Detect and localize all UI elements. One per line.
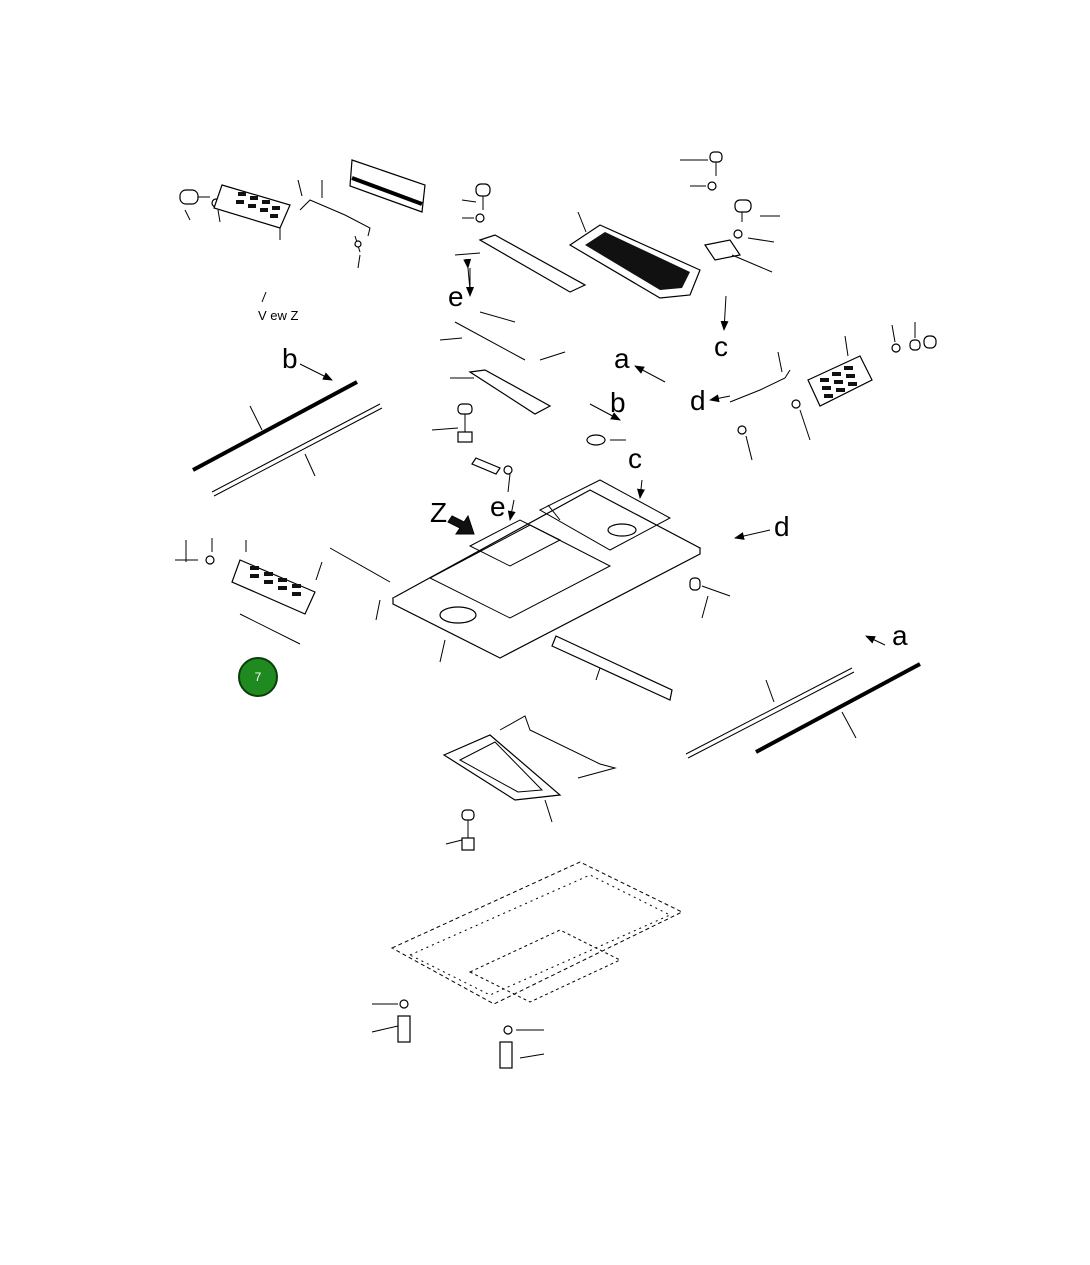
label-a-right: a <box>892 620 908 651</box>
view-z-label: V ew Z <box>258 308 299 323</box>
label-c-top: c <box>714 331 728 362</box>
callout-7-button[interactable]: 7 <box>238 657 278 697</box>
label-b-left: b <box>282 343 298 374</box>
base-frame <box>371 861 684 1069</box>
label-d-right: d <box>774 511 790 542</box>
lower-center-parts <box>442 577 731 851</box>
label-e-mid: e <box>490 491 506 522</box>
label-e-top: e <box>448 281 464 312</box>
view-z-assembly: V ew Z <box>179 159 426 323</box>
right-rails: a <box>685 620 921 759</box>
label-c-mid: c <box>628 443 642 474</box>
label-a-top: a <box>614 343 630 374</box>
right-grille-assembly: d <box>690 322 937 461</box>
main-deck-frame: Z e c d <box>315 443 790 663</box>
middle-strips: a b <box>431 311 666 493</box>
top-center-parts: e c <box>448 151 780 362</box>
label-d-mid: d <box>690 385 706 416</box>
label-b-mid: b <box>610 387 626 418</box>
left-rails: b <box>192 343 383 497</box>
label-z: Z <box>430 497 447 528</box>
left-grille-assembly <box>175 538 316 645</box>
